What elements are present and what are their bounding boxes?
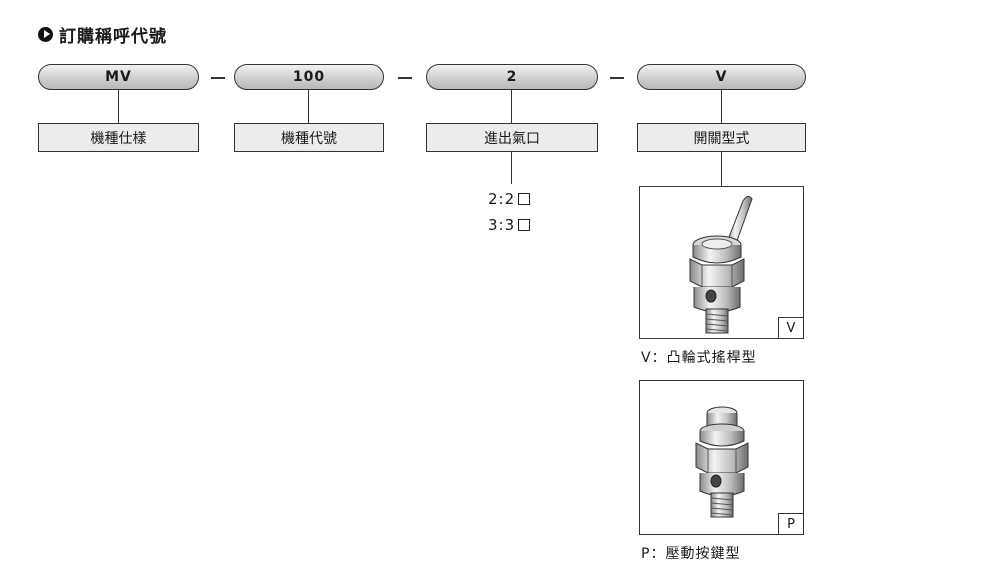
lever-valve-illustration bbox=[689, 195, 753, 334]
checkbox-square-icon bbox=[518, 219, 531, 231]
connector-line bbox=[308, 90, 309, 123]
push-button-valve-figure: P bbox=[639, 380, 804, 535]
port-option-text: 2:2 bbox=[488, 190, 516, 208]
separator-dash bbox=[610, 77, 624, 79]
connector-line bbox=[721, 152, 722, 186]
label-model-code: 機種代號 bbox=[234, 123, 384, 152]
connector-line bbox=[118, 90, 119, 123]
checkbox-square-icon bbox=[518, 193, 531, 205]
code-pill-ports: 2 bbox=[426, 64, 598, 90]
type-tag: V bbox=[778, 317, 803, 338]
port-option-text: 3:3 bbox=[488, 216, 516, 234]
separator-dash bbox=[398, 77, 412, 79]
play-circle-icon bbox=[38, 26, 53, 42]
switch-type-caption: V：凸輪式搖桿型 bbox=[641, 350, 757, 366]
code-pill-model: 100 bbox=[234, 64, 384, 90]
lever-valve-figure: V bbox=[639, 186, 804, 339]
label-ports: 進出氣口 bbox=[426, 123, 598, 152]
order-code-heading: 訂購稱呼代號 bbox=[38, 22, 167, 47]
code-pill-series: MV bbox=[38, 64, 199, 90]
label-switch-type: 開關型式 bbox=[637, 123, 806, 152]
push-button-valve-illustration bbox=[695, 406, 749, 518]
type-tag: P bbox=[778, 513, 803, 534]
switch-type-caption: P：壓動按鍵型 bbox=[641, 546, 741, 562]
port-option: 3:3 bbox=[488, 216, 531, 234]
port-option: 2:2 bbox=[488, 190, 531, 208]
heading-title: 訂購稱呼代號 bbox=[59, 26, 167, 47]
label-series-spec: 機種仕樣 bbox=[38, 123, 199, 152]
connector-line bbox=[721, 90, 722, 123]
connector-line bbox=[511, 90, 512, 123]
connector-line bbox=[511, 152, 512, 184]
separator-dash bbox=[211, 77, 225, 79]
code-pill-switch: V bbox=[637, 64, 806, 90]
